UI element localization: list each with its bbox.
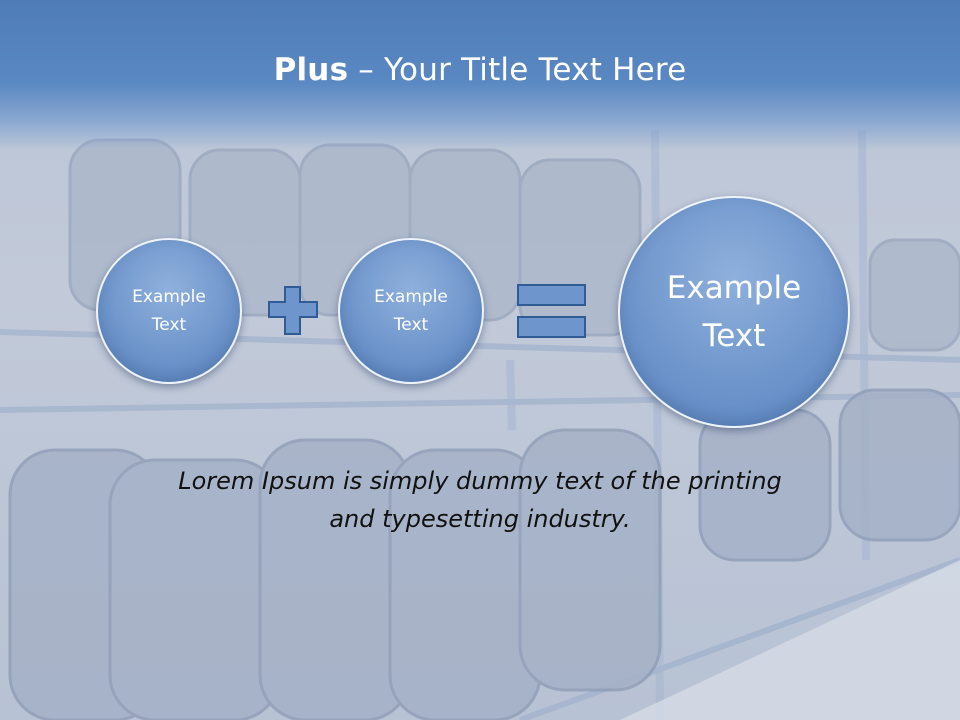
- slide-title: Plus – Your Title Text Here: [0, 52, 960, 88]
- example-circle-1: Example Text: [96, 238, 242, 384]
- example-circle-result: Example Text: [618, 196, 850, 428]
- example-circle-2: Example Text: [338, 238, 484, 384]
- title-bar: [0, 0, 960, 150]
- circle-label: Example Text: [374, 287, 448, 335]
- title-bold: Plus: [273, 52, 349, 88]
- title-rest: – Your Title Text Here: [348, 52, 687, 88]
- circle-label: Example Text: [132, 287, 206, 335]
- circle-label: Example Text: [666, 270, 802, 354]
- body-text: Lorem Ipsum is simply dummy text of the …: [178, 467, 782, 533]
